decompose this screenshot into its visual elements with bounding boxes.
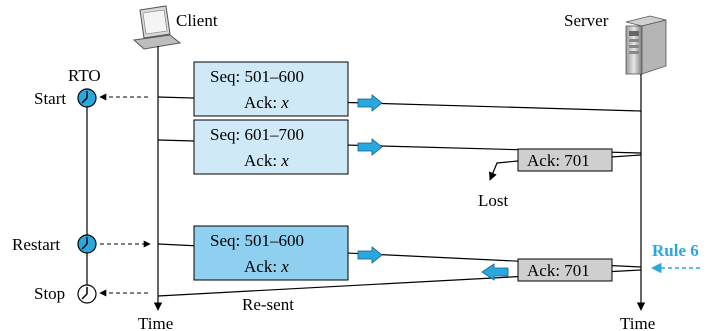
lost-label: Lost bbox=[478, 191, 509, 210]
clock-icon bbox=[77, 284, 97, 304]
segment-3-ack: Ack: x bbox=[244, 257, 289, 276]
returning-ack-label: Ack: 701 bbox=[527, 261, 590, 280]
direction-arrow-icon bbox=[357, 94, 383, 112]
direction-arrow-icon bbox=[357, 246, 383, 264]
segment-1-ack: Ack: x bbox=[244, 93, 289, 112]
direction-arrow-icon bbox=[481, 263, 509, 281]
server-time-label: Time bbox=[620, 314, 655, 331]
lost-ack-label: Ack: 701 bbox=[527, 151, 590, 170]
timer-start-label: Start bbox=[34, 89, 66, 108]
clock-icon bbox=[77, 88, 97, 108]
server-label: Server bbox=[564, 11, 609, 30]
segment-2-box bbox=[193, 119, 349, 175]
client-label: Client bbox=[176, 11, 218, 30]
segment-1-box bbox=[193, 61, 349, 117]
rule-6-label: Rule 6 bbox=[652, 241, 699, 260]
timer-stop-label: Stop bbox=[34, 284, 65, 303]
rto-label: RTO bbox=[68, 66, 101, 85]
returning-ack-box bbox=[517, 258, 613, 282]
segment-1-seq: Seq: 501–600 bbox=[210, 67, 304, 86]
server-tower-icon bbox=[625, 15, 667, 75]
clock-icon bbox=[77, 234, 97, 254]
direction-arrow-icon bbox=[357, 138, 383, 156]
lost-ack-box bbox=[517, 148, 613, 172]
lost-ack-line-right bbox=[610, 154, 642, 158]
timer-restart-label: Restart bbox=[12, 235, 60, 254]
segment-3-seq: Seq: 501–600 bbox=[210, 231, 304, 250]
segment-2-seq: Seq: 601–700 bbox=[210, 125, 304, 144]
segment-2-ack: Ack: x bbox=[244, 151, 289, 170]
client-time-label: Time bbox=[138, 314, 173, 331]
segment-3-box bbox=[193, 225, 349, 281]
resent-label: Re-sent bbox=[242, 295, 294, 314]
laptop-icon bbox=[132, 5, 182, 50]
lost-ack-arrow bbox=[488, 160, 519, 181]
